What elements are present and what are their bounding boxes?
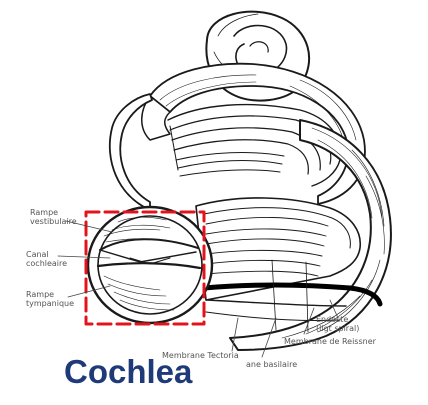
label-endoste-line1: Endoste bbox=[316, 315, 359, 324]
label-rampe-tympanique: Rampe tympanique bbox=[26, 290, 74, 308]
label-endoste-line2: (ligt spiral) bbox=[316, 324, 359, 333]
label-rampe-tympanique-line2: tympanique bbox=[26, 299, 74, 308]
label-rampe-tympanique-line1: Rampe bbox=[26, 290, 74, 299]
label-canal-cochleaire-line1: Canal bbox=[26, 250, 67, 259]
figure-title: Cochlea bbox=[64, 352, 192, 392]
label-membrane-reissner: Membrane de Reissner bbox=[284, 337, 376, 346]
label-endoste: Endoste (ligt spiral) bbox=[316, 315, 359, 333]
label-membrane-basilaire: ane basilaire bbox=[246, 360, 297, 369]
label-rampe-vestibulaire: Rampe vestibulaire bbox=[30, 208, 77, 226]
label-rampe-vestibulaire-line2: vestibulaire bbox=[30, 217, 77, 226]
label-canal-cochleaire: Canal cochleaire bbox=[26, 250, 67, 268]
duct-cross-section bbox=[88, 207, 212, 323]
label-canal-cochleaire-line2: cochleaire bbox=[26, 259, 67, 268]
label-rampe-vestibulaire-line1: Rampe bbox=[30, 208, 77, 217]
